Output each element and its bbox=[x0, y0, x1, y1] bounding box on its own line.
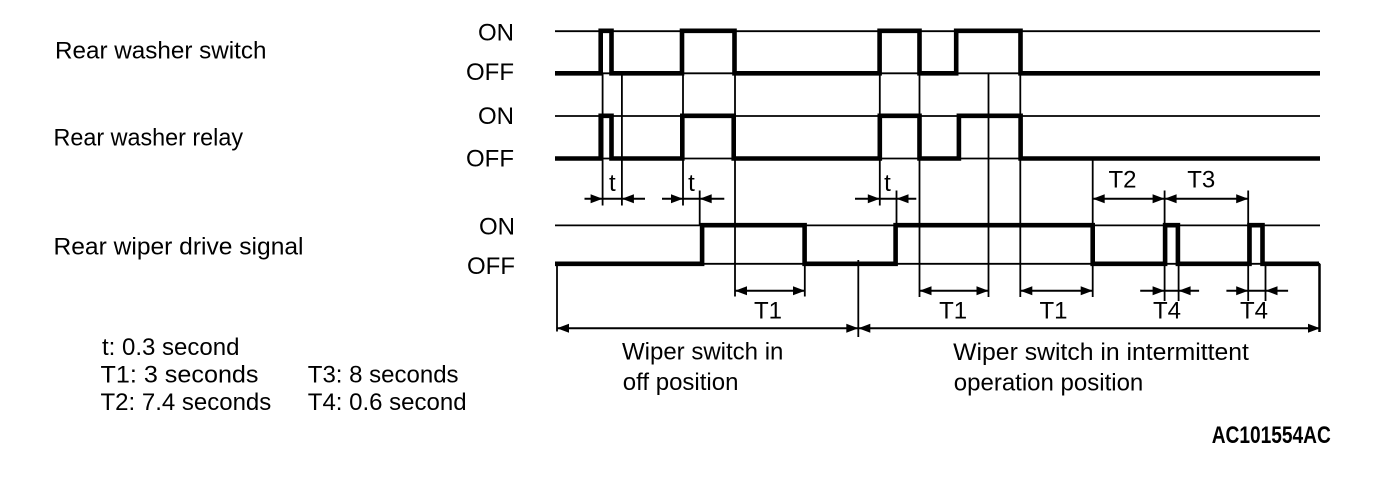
svg-text:Wiper switch in: Wiper switch in bbox=[622, 339, 783, 366]
svg-text:ON: ON bbox=[478, 103, 514, 130]
svg-text:OFF: OFF bbox=[467, 253, 515, 280]
svg-text:T3: T3 bbox=[1187, 166, 1215, 193]
svg-text:T4: T4 bbox=[1240, 298, 1268, 325]
svg-text:off position: off position bbox=[623, 369, 739, 396]
svg-text:OFF: OFF bbox=[466, 145, 514, 172]
svg-text:T2: 7.4 seconds: T2: 7.4 seconds bbox=[101, 389, 272, 416]
svg-text:T3: 8 seconds: T3: 8 seconds bbox=[308, 361, 459, 388]
svg-text:OFF: OFF bbox=[466, 59, 514, 86]
svg-text:T4: 0.6 second: T4: 0.6 second bbox=[308, 389, 467, 416]
svg-text:T4: T4 bbox=[1153, 298, 1181, 325]
svg-text:T2: T2 bbox=[1108, 166, 1136, 193]
svg-text:T1: 3 seconds: T1: 3 seconds bbox=[101, 361, 259, 388]
svg-text:T1: T1 bbox=[939, 298, 967, 325]
svg-text:Rear washer switch: Rear washer switch bbox=[55, 37, 267, 64]
svg-text:T1: T1 bbox=[1039, 298, 1067, 325]
svg-text:Rear washer relay: Rear washer relay bbox=[54, 124, 244, 151]
svg-text:ON: ON bbox=[479, 214, 515, 241]
svg-text:Rear wiper drive signal: Rear wiper drive signal bbox=[54, 234, 304, 261]
svg-text:AC101554AC: AC101554AC bbox=[1212, 422, 1331, 449]
svg-text:t: 0.3 second: t: 0.3 second bbox=[102, 334, 239, 361]
svg-text:t: t bbox=[609, 170, 616, 197]
svg-text:t: t bbox=[688, 170, 695, 197]
svg-text:T1: T1 bbox=[754, 298, 782, 325]
svg-text:operation position: operation position bbox=[954, 369, 1143, 396]
svg-text:ON: ON bbox=[478, 20, 514, 47]
svg-text:Wiper switch in intermittent: Wiper switch in intermittent bbox=[953, 339, 1249, 366]
svg-text:t: t bbox=[884, 170, 891, 197]
